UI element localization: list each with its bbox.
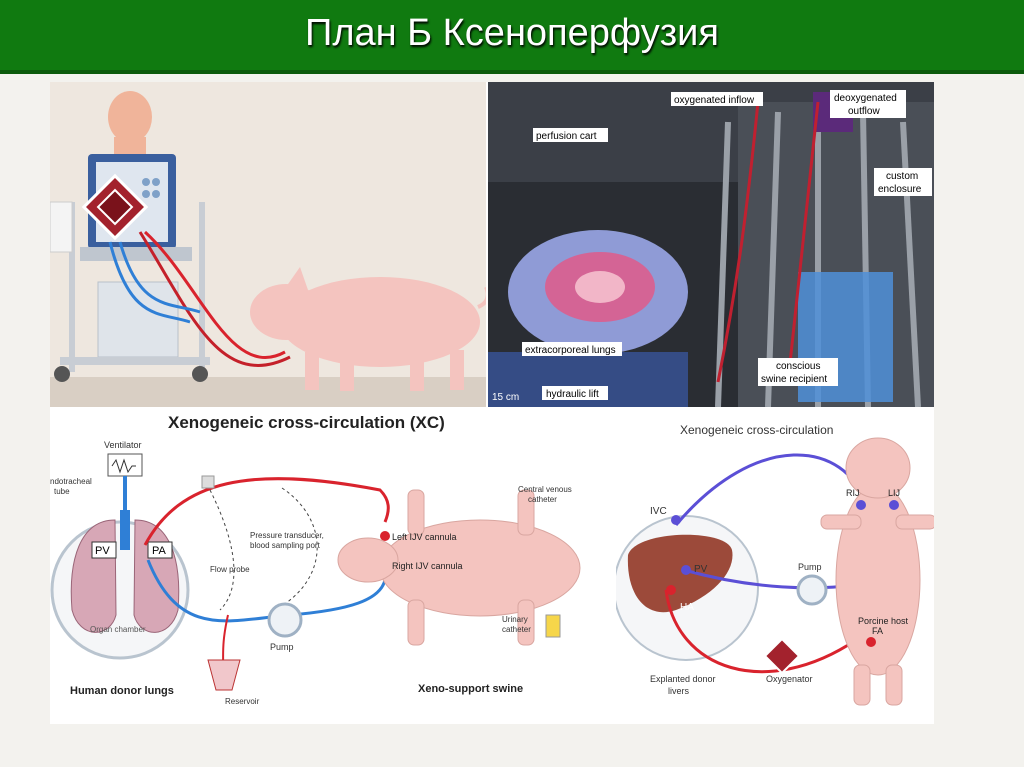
- label-urinary-catheter: catheter: [502, 625, 531, 634]
- perfusion-cart-drawing: [50, 154, 210, 382]
- label-organ-chamber: Organ chamber: [90, 625, 146, 634]
- label-oxygenated-inflow: oxygenated inflow: [674, 95, 755, 106]
- label-extracorporeal-lungs: extracorporeal lungs: [525, 345, 616, 356]
- label-scale: 15 cm: [492, 392, 519, 403]
- liver-pump-icon: [796, 574, 828, 606]
- oxygenator-icon: [81, 173, 149, 241]
- venous-loop: [674, 453, 868, 526]
- photo-perfusion-setup: perfusion cart oxygenated inflow deoxyge…: [488, 82, 934, 407]
- tubing: [108, 230, 291, 367]
- label-sampling-port: blood sampling port: [250, 541, 321, 550]
- label-flow-probe: Flow probe: [210, 565, 250, 574]
- label-ventilator: Ventilator: [104, 440, 142, 450]
- label-deoxygenated: deoxygenated: [834, 93, 897, 104]
- label-central-catheter: catheter: [528, 495, 557, 504]
- label-liver-pv: PV: [694, 564, 708, 575]
- title-bar: План Б Ксеноперфузия: [0, 0, 1024, 74]
- label-hydraulic-lift: hydraulic lift: [546, 389, 599, 400]
- arterial-line: [143, 477, 390, 546]
- label-pv: PV: [95, 545, 110, 557]
- pig-silhouette: [250, 267, 486, 391]
- reservoir-icon: [207, 659, 241, 691]
- arterial-loop: [664, 589, 857, 674]
- label-tube: tube: [54, 487, 70, 496]
- label-perfusion-cart: perfusion cart: [536, 131, 597, 142]
- label-lij: LIJ: [888, 488, 900, 498]
- label-enclosure: enclosure: [878, 184, 922, 195]
- label-xeno-support-swine: Xeno-support swine: [418, 683, 523, 695]
- illustration-cart-pig: [50, 82, 486, 407]
- label-conscious: conscious: [776, 361, 820, 372]
- label-urinary: Urinary: [502, 615, 528, 624]
- label-explanted: Explanted donor: [650, 674, 716, 684]
- label-outflow: outflow: [848, 106, 880, 117]
- porcine-host-drawing: [820, 437, 934, 706]
- label-pump: Pump: [270, 642, 294, 652]
- label-pa: PA: [152, 545, 167, 557]
- label-endotracheal: ndotracheal: [50, 477, 92, 486]
- label-ivc: IVC: [650, 506, 667, 517]
- diagram-title-liver: Xenogeneic cross-circulation: [680, 423, 833, 437]
- label-rij: RIJ: [846, 488, 860, 498]
- label-custom: custom: [886, 171, 918, 182]
- label-left-ijv: Left IJV cannula: [392, 532, 457, 542]
- liver-oxygenator-icon: [763, 637, 801, 675]
- pump-icon: [267, 602, 303, 638]
- label-porcine-host: Porcine host: [858, 616, 909, 626]
- liver-drawing: [627, 534, 733, 613]
- label-central-venous: Central venous: [518, 485, 572, 494]
- diagram-title-xc: Xenogeneic cross-circulation (XC): [168, 413, 445, 432]
- label-oxygenator: Oxygenator: [766, 674, 813, 684]
- label-right-ijv: Right IJV cannula: [392, 561, 463, 571]
- label-liver-pump: Pump: [798, 562, 822, 572]
- label-ha: HA: [680, 602, 694, 613]
- figure-collage: perfusion cart oxygenated inflow deoxyge…: [50, 82, 934, 724]
- diagram-xc-lungs: Xenogeneic cross-circulation (XC) Ventil…: [50, 410, 614, 724]
- label-fa: FA: [872, 626, 883, 636]
- human-head-figure: [108, 91, 152, 157]
- label-livers: livers: [668, 686, 690, 696]
- label-swine-recipient: swine recipient: [761, 374, 827, 385]
- label-human-donor-lungs: Human donor lungs: [70, 685, 174, 697]
- label-pressure: Pressure transducer,: [250, 531, 324, 540]
- slide-title: План Б Ксеноперфузия: [305, 12, 719, 54]
- urine-bag-icon: [545, 614, 561, 638]
- swine-drawing: [337, 489, 581, 646]
- diagram-xc-livers: Xenogeneic cross-circulation IVC PV HA: [616, 410, 934, 724]
- label-reservoir: Reservoir: [225, 697, 260, 706]
